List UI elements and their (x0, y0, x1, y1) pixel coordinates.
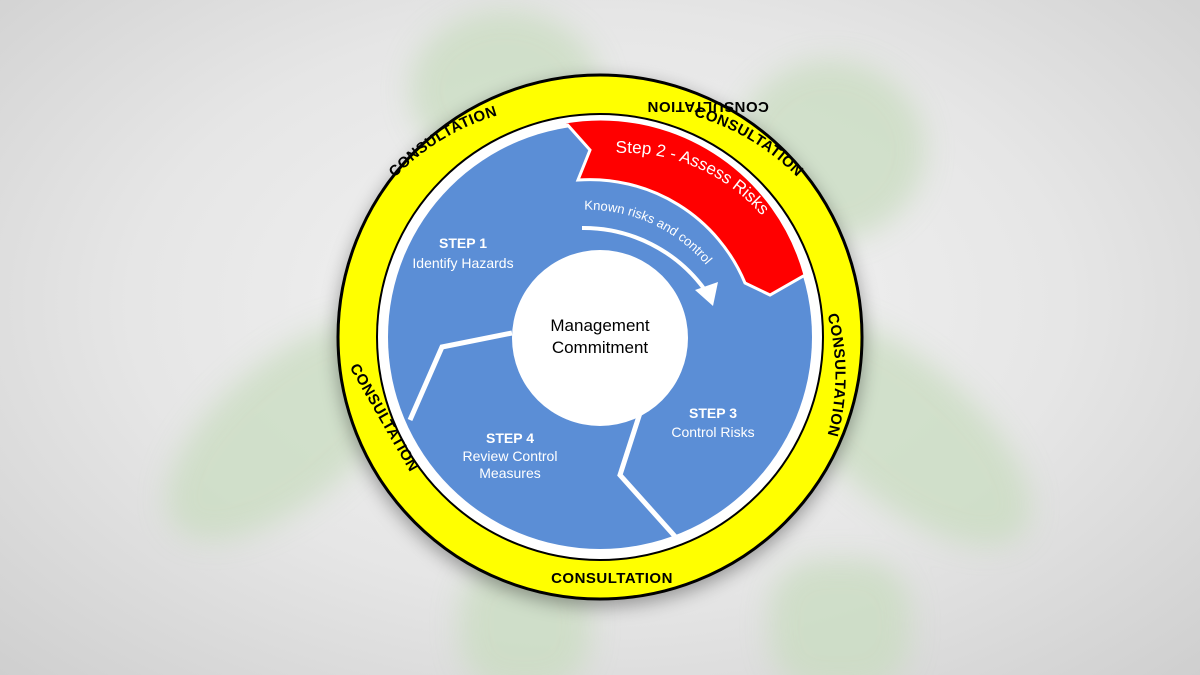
divider-step4-step3 (617, 412, 682, 544)
divider-step1-step4 (407, 330, 513, 422)
step1-title: STEP 1 (439, 235, 487, 251)
arrow-head (695, 282, 718, 306)
step4-title: STEP 4 (486, 430, 534, 446)
step1-text: Identify Hazards (412, 255, 513, 271)
step3-title: STEP 3 (689, 405, 737, 421)
consultation-label-top: CONSULTATION (647, 98, 769, 115)
step3-text: Control Risks (671, 424, 754, 440)
consultation-label-bottom: CONSULTATION (551, 570, 673, 587)
step4-line2: Measures (479, 465, 540, 481)
step2-assess-risks-arrow (562, 117, 807, 297)
center-circle (512, 250, 688, 426)
step4-line1: Review Control (463, 448, 558, 464)
center-line1: Management (550, 316, 650, 335)
known-risks-arrow (581, 225, 707, 292)
center-line2: Commitment (552, 338, 649, 357)
